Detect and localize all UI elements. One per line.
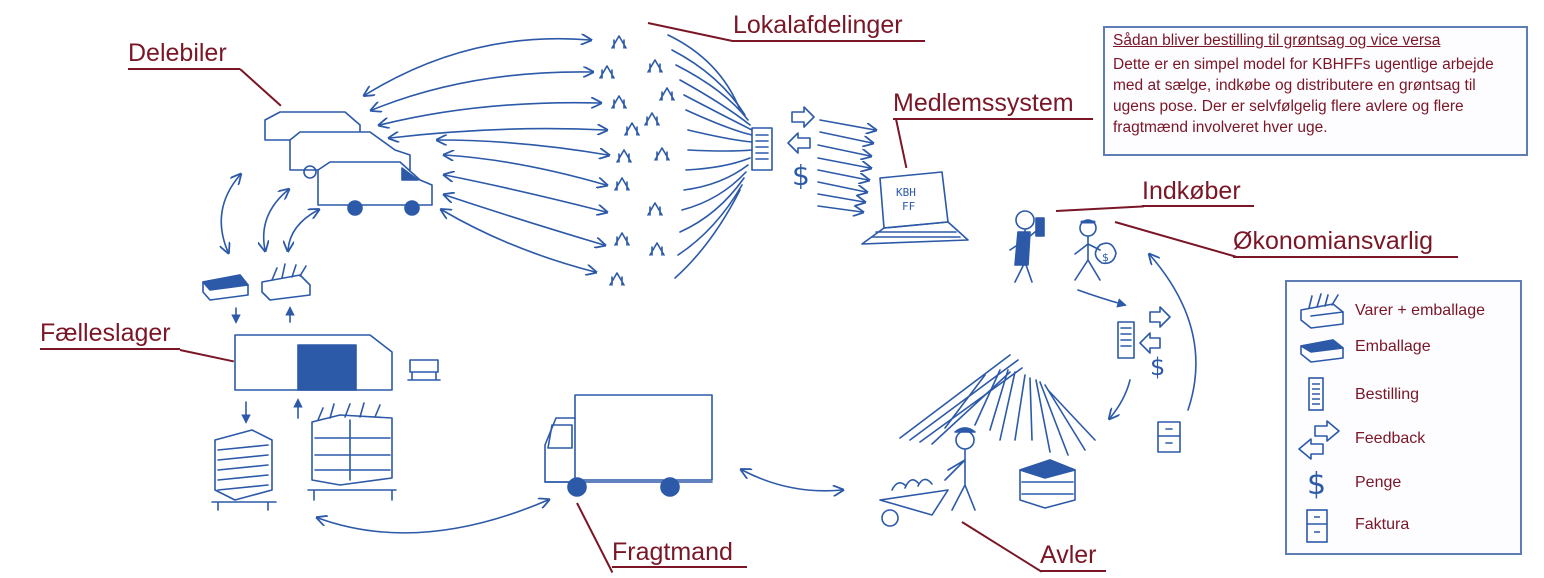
shared-cars-vans xyxy=(264,111,433,216)
buyer-person xyxy=(1009,210,1045,283)
legend-label-feedback: Feedback xyxy=(1355,430,1426,447)
laptop-screen-line2: FF xyxy=(902,200,915,213)
label-avler: Avler xyxy=(1040,541,1097,569)
label-lokalafdelinger: Lokalafdelinger xyxy=(733,11,903,39)
legend-row-bestilling: Bestilling xyxy=(1287,376,1520,416)
underline-medlemssystem xyxy=(893,118,1093,120)
svg-text:$: $ xyxy=(1150,353,1165,381)
underline-fragtmand xyxy=(612,566,747,568)
two-way-arrow-icon xyxy=(1298,420,1340,460)
crates-near-cars xyxy=(202,263,311,324)
label-medlemssystem: Medlemssystem xyxy=(893,89,1074,117)
underline-lokalafdelinger xyxy=(733,40,925,42)
empty-crate-icon xyxy=(1300,339,1344,363)
car-crate-arrow-1 xyxy=(221,175,240,252)
underline-faelleslager xyxy=(40,348,180,350)
warehouse xyxy=(234,334,441,424)
legend-label-emballage: Emballage xyxy=(1355,338,1431,355)
car-crate-arrow-2 xyxy=(264,190,288,250)
return-arrow-to-finance xyxy=(1150,255,1197,411)
info-box-title: Sådan bliver bestilling til grøntsag og … xyxy=(1113,32,1441,49)
underline-indkober xyxy=(1142,205,1254,207)
laptop xyxy=(861,171,969,245)
svg-text:$: $ xyxy=(1102,251,1109,264)
farmer xyxy=(879,427,1076,527)
farmer-rays xyxy=(899,354,1096,456)
invoice-icon xyxy=(1306,509,1328,543)
legend-row-varer: Varer + emballage xyxy=(1287,292,1520,332)
pallet-stacks xyxy=(211,402,397,511)
house-system-lines xyxy=(667,34,753,279)
house-car-arrows xyxy=(365,39,608,272)
truck-farmer-arrow xyxy=(742,470,842,491)
system-order-feedback-money: $ xyxy=(751,106,875,212)
local-departments-houses xyxy=(599,35,675,286)
info-box: Sådan bliver bestilling til grøntsag og … xyxy=(1103,26,1528,156)
order-list-icon xyxy=(1308,377,1324,411)
label-faelleslager: Fælleslager xyxy=(40,319,171,347)
legend-row-faktura: Faktura xyxy=(1287,506,1520,546)
svg-text:$: $ xyxy=(792,159,810,192)
warehouse-truck-arrow xyxy=(318,500,548,534)
legend-row-penge: $ Penge xyxy=(1287,464,1520,504)
underline-delebiler xyxy=(128,68,240,70)
legend-label-varer: Varer + emballage xyxy=(1355,302,1485,319)
legend-label-penge: Penge xyxy=(1355,474,1402,491)
legend: Varer + emballage Emballage Bestilling F… xyxy=(1285,280,1522,555)
svg-text:$: $ xyxy=(1307,467,1326,502)
label-indkober: Indkøber xyxy=(1142,177,1241,205)
legend-label-faktura: Faktura xyxy=(1355,516,1410,533)
label-okonomiansvarlig: Økonomiansvarlig xyxy=(1233,227,1434,255)
laptop-screen-line1: KBH xyxy=(896,186,916,199)
underline-okonomiansvarlig xyxy=(1233,256,1458,258)
right-loop-icons: $ xyxy=(1110,306,1181,453)
crate-with-vegetables-icon xyxy=(1300,293,1344,329)
buyer-arrow-down xyxy=(1077,289,1127,308)
underline-avler xyxy=(1040,570,1106,572)
legend-label-bestilling: Bestilling xyxy=(1355,386,1420,403)
finance-person: $ xyxy=(1074,219,1117,281)
car-crate-arrow-3 xyxy=(288,210,318,250)
legend-row-emballage: Emballage xyxy=(1287,334,1520,374)
label-delebiler: Delebiler xyxy=(128,39,227,67)
dollar-sign-icon: $ xyxy=(1307,467,1326,502)
info-box-body: Dette er en simpel model for KBHFFs ugen… xyxy=(1113,56,1494,136)
label-fragtmand: Fragtmand xyxy=(612,538,733,566)
legend-row-feedback: Feedback xyxy=(1287,420,1520,460)
truck xyxy=(544,394,713,497)
